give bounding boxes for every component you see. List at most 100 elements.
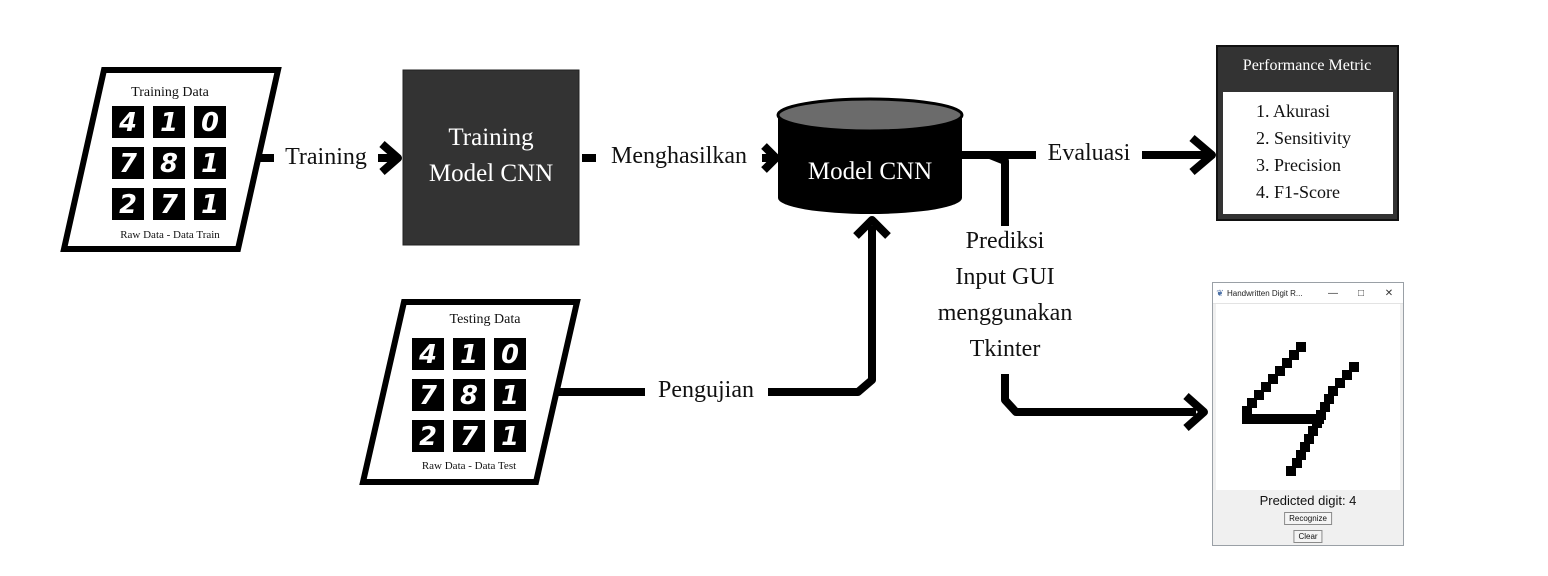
training-digit-label: 7 (119, 149, 137, 179)
training-data-caption: Raw Data - Data Train (120, 229, 220, 241)
performance-metric-title: Performance Metric (1243, 57, 1371, 74)
stroke-pixel (1289, 350, 1299, 360)
metric-item-2: 2. Sensitivity (1256, 128, 1351, 148)
performance-metric-list-bg (1223, 92, 1393, 214)
training-digit-label: 4 (118, 108, 137, 138)
stroke-pixel (1335, 378, 1345, 388)
testing-digit-tile (412, 338, 444, 370)
stroke-pixel (1282, 414, 1292, 424)
training-model-box (402, 69, 580, 246)
clear-button[interactable]: Clear (1293, 530, 1323, 543)
edge-label-training: Training (285, 144, 367, 170)
window-title: Handwritten Digit R... (1227, 288, 1303, 298)
training-digit-label: 0 (201, 108, 219, 138)
testing-digit-label: 4 (418, 340, 437, 370)
stroke-pixel (1296, 450, 1306, 460)
stroke-pixel (1324, 394, 1334, 404)
training-digit-tile (194, 147, 226, 179)
training-digit-tile (153, 188, 185, 220)
stroke-pixel (1328, 386, 1338, 396)
stroke-pixel (1308, 426, 1318, 436)
training-model-node: Training Model CNN (402, 69, 580, 246)
training-digit-label: 1 (201, 190, 219, 220)
predicted-digit-label: Predicted digit: 4 (1259, 493, 1357, 508)
window-titlebar: ❦ Handwritten Digit R... — □ ✕ (1213, 283, 1403, 304)
stroke-pixel (1268, 374, 1278, 384)
training-digit-label: 1 (201, 149, 219, 179)
edge-menghasilkan-arrowhead (761, 143, 780, 173)
feather-icon: ❦ (1216, 287, 1224, 298)
training-data-title: Training Data (131, 85, 209, 100)
stroke-pixel (1312, 418, 1322, 428)
metric-item-1: 1. Akurasi (1256, 101, 1330, 121)
edge-training-arrowhead (379, 140, 402, 176)
testing-digit-tile (412, 379, 444, 411)
minimize-icon[interactable]: — (1328, 287, 1338, 299)
stroke-pixel (1266, 414, 1276, 424)
stroke-pixel (1316, 410, 1326, 420)
testing-digit-tile (494, 420, 526, 452)
stroke-pixel (1349, 362, 1359, 372)
stroke-pixel (1261, 382, 1271, 392)
training-model-line1: Training (448, 124, 534, 151)
training-digit-tile (153, 106, 185, 138)
drawing-canvas[interactable] (1216, 304, 1400, 490)
model-cnn-label: Model CNN (808, 158, 932, 185)
metric-item-4: 4. F1-Score (1256, 182, 1340, 202)
testing-digit-tile (494, 338, 526, 370)
stroke-pixel (1242, 414, 1252, 424)
testing-digit-label: 1 (501, 381, 519, 411)
stroke-pixel (1298, 414, 1308, 424)
performance-metric-node: Performance Metric 1. Akurasi 2. Sensiti… (1216, 45, 1399, 221)
stroke-pixel (1274, 414, 1284, 424)
training-digit-tile (112, 106, 144, 138)
testing-digit-label: 0 (501, 340, 519, 370)
training-digit-label: 2 (119, 190, 137, 220)
cylinder-top (776, 97, 964, 133)
stroke-pixel (1304, 434, 1314, 444)
stroke-pixel (1300, 442, 1310, 452)
edge-pengujian-seg2 (768, 226, 876, 396)
edge-label-evaluasi: Evaluasi (1048, 140, 1131, 166)
stroke-pixel (1254, 390, 1264, 400)
testing-digit-label: 7 (419, 381, 437, 411)
testing-digit-tile (453, 379, 485, 411)
testing-data-caption: Raw Data - Data Test (422, 460, 516, 472)
training-digit-tile (153, 147, 185, 179)
close-icon[interactable]: ✕ (1384, 287, 1394, 299)
stroke-pixel (1242, 406, 1252, 416)
testing-digit-label: 1 (501, 422, 519, 452)
maximize-icon[interactable]: □ (1357, 287, 1365, 299)
edge-label-menghasilkan: Menghasilkan (611, 143, 747, 169)
stroke-pixel (1342, 370, 1352, 380)
edge-pengujian-arrowhead (853, 216, 891, 239)
stroke-pixel (1296, 342, 1306, 352)
testing-digit-tile (453, 420, 485, 452)
edge-prediksi-arrowhead (1183, 393, 1208, 431)
stroke-pixel (1320, 402, 1330, 412)
testing-digit-label: 8 (460, 381, 478, 411)
edge-label-prediksi-3: menggunakan (938, 300, 1073, 326)
training-digit-label: 7 (160, 190, 178, 220)
edge-label-prediksi-2: Input GUI (955, 264, 1054, 290)
testing-digit-label: 1 (460, 340, 478, 370)
stroke-pixel (1292, 458, 1302, 468)
model-cnn-node: Model CNN (776, 97, 964, 214)
testing-digit-tile (453, 338, 485, 370)
handwritten-four-drawing (1242, 342, 1359, 476)
training-digit-label: 1 (160, 108, 178, 138)
edge-label-prediksi-1: Prediksi (966, 228, 1045, 254)
edge-evaluasi-arrowhead (1189, 134, 1216, 176)
testing-digit-tile (412, 420, 444, 452)
stroke-pixel (1258, 414, 1268, 424)
recognize-button[interactable]: Recognize (1284, 512, 1332, 525)
testing-data-title: Testing Data (450, 312, 522, 327)
testing-digit-tile (494, 379, 526, 411)
training-digit-tile (194, 188, 226, 220)
stroke-pixel (1247, 398, 1257, 408)
